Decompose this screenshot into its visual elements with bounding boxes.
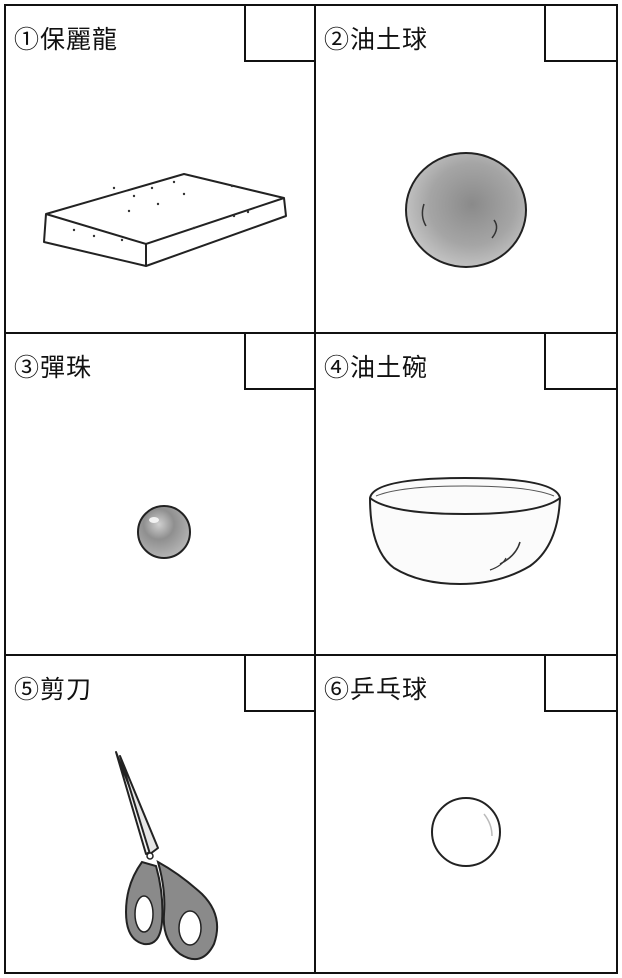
clay-ball-illustration — [405, 152, 527, 268]
card-marble: ③彈珠 — [6, 334, 316, 654]
card-label: ②油土球 — [324, 25, 429, 54]
grid-divider-horizontal-1 — [6, 332, 616, 334]
answer-box[interactable] — [244, 656, 316, 712]
answer-box[interactable] — [244, 334, 316, 390]
card-ping-pong-ball: ⑥乒乓球 — [316, 656, 616, 972]
card-clay-ball: ②油土球 — [316, 6, 616, 332]
ping-pong-ball-illustration — [431, 797, 501, 867]
clay-bowl-illustration — [368, 476, 562, 586]
card-label: ⑥乒乓球 — [324, 675, 429, 704]
answer-box[interactable] — [544, 656, 616, 712]
marble-illustration — [137, 505, 191, 559]
scissors-illustration — [115, 751, 218, 961]
card-label: ①保麗龍 — [14, 25, 119, 54]
grid-divider-vertical — [314, 6, 316, 972]
card-label: ③彈珠 — [14, 353, 93, 382]
card-scissors: ⑤剪刀 — [6, 656, 316, 972]
answer-box[interactable] — [244, 6, 316, 62]
card-label: ⑤剪刀 — [14, 675, 93, 704]
card-clay-bowl: ④油土碗 — [316, 334, 616, 654]
card-label: ④油土碗 — [324, 353, 429, 382]
object-card-grid: ①保麗龍 ②油土球 — [4, 4, 618, 974]
card-styrofoam: ①保麗龍 — [6, 6, 316, 332]
answer-box[interactable] — [544, 334, 616, 390]
answer-box[interactable] — [544, 6, 616, 62]
grid-divider-horizontal-2 — [6, 654, 616, 656]
styrofoam-block-illustration — [43, 173, 287, 267]
